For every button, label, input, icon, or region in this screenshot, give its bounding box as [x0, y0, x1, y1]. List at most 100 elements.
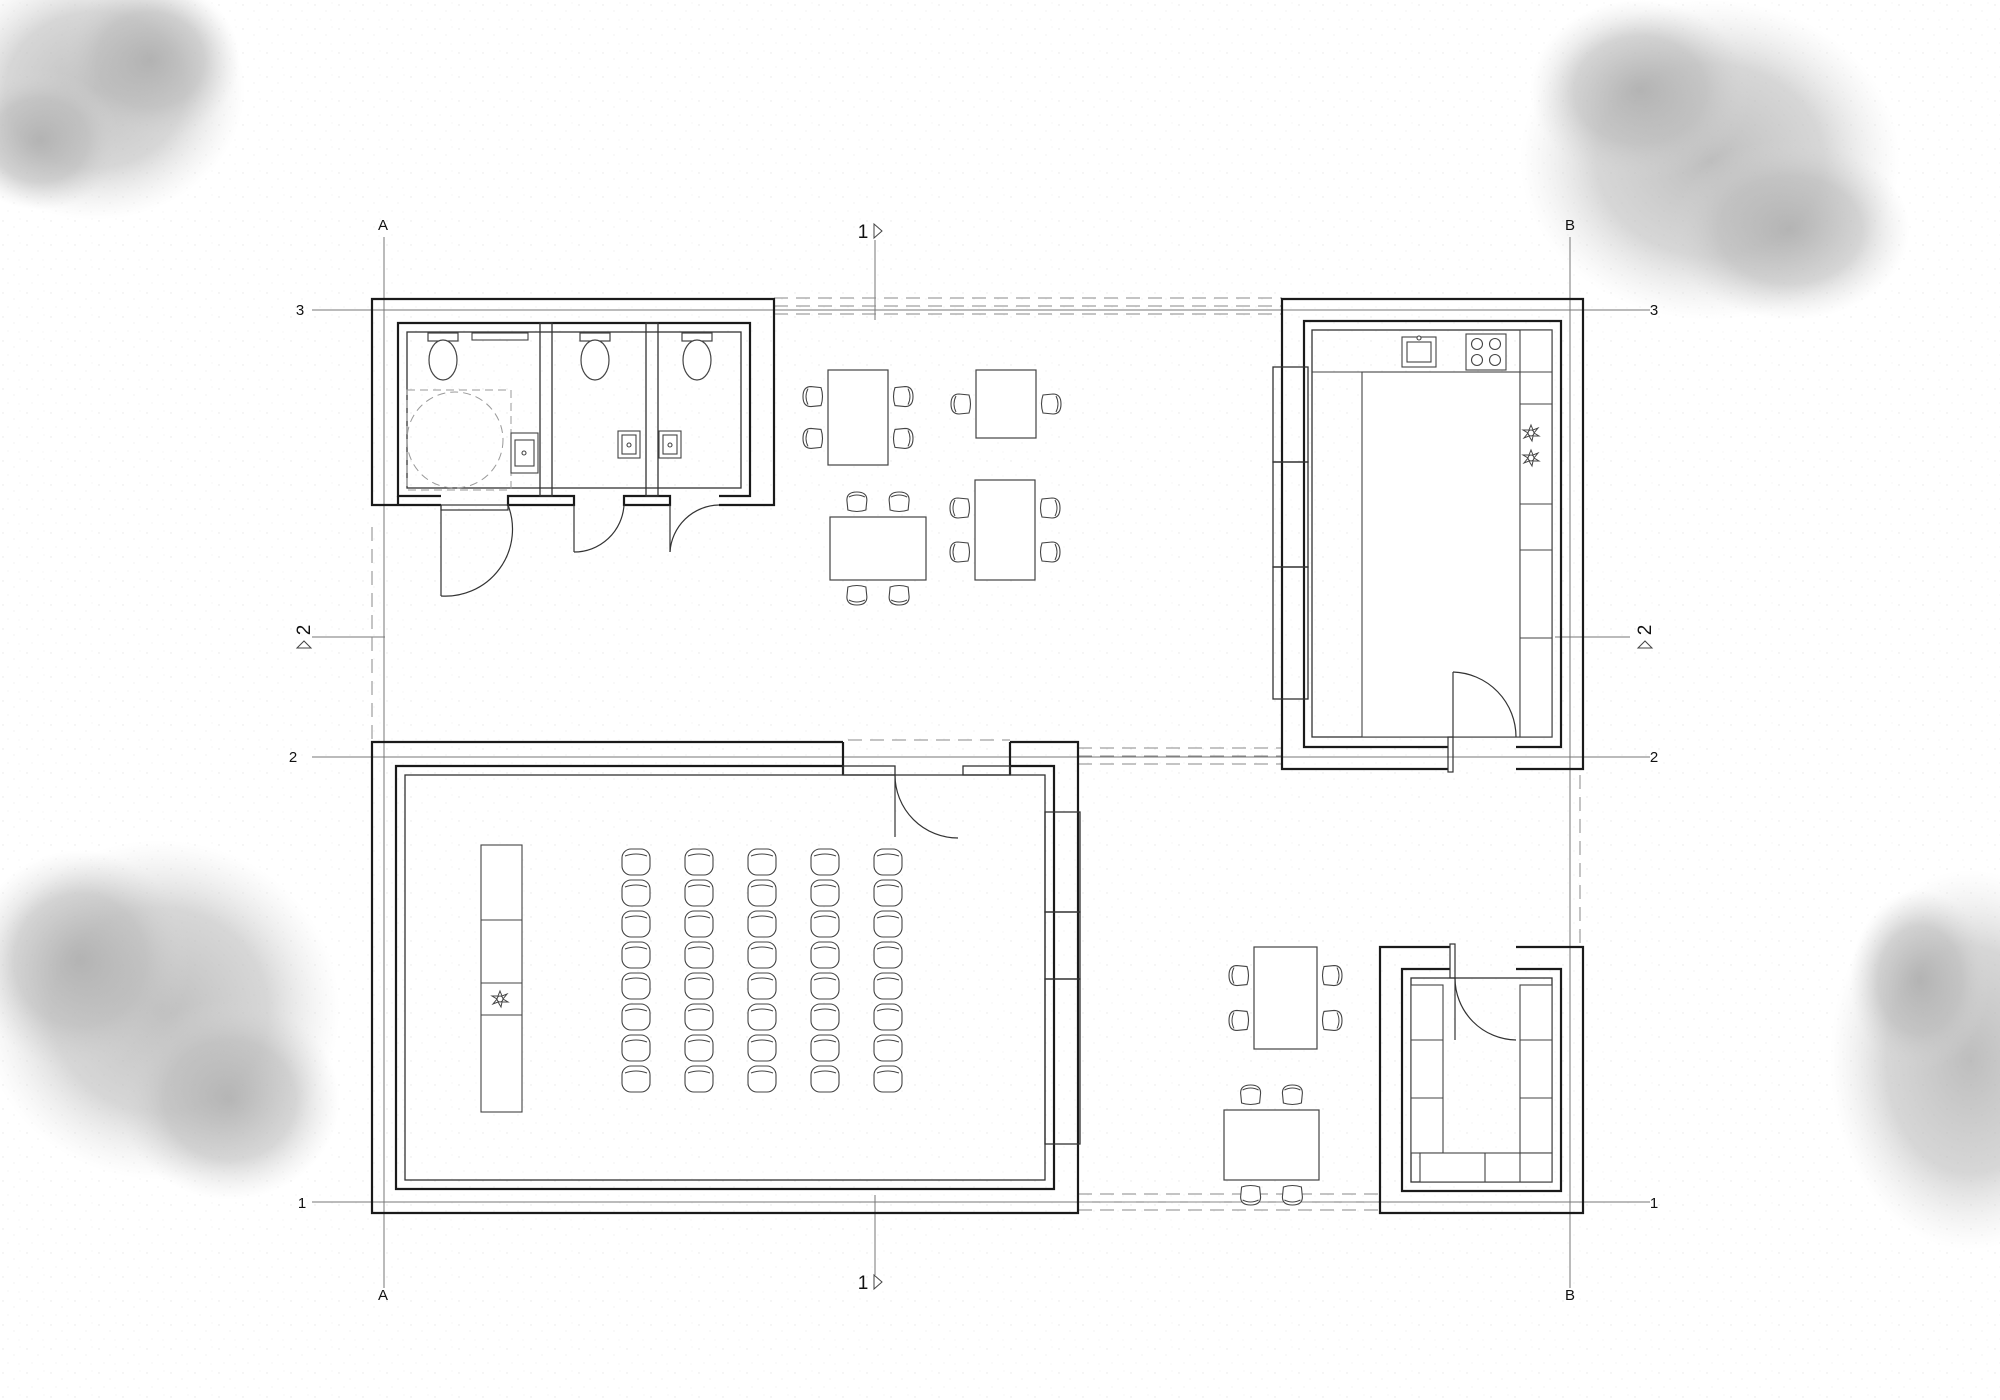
chair-icon — [684, 1065, 714, 1093]
chair-icon — [1240, 1084, 1262, 1106]
door-swing-icon — [894, 774, 959, 839]
door-swing-icon — [573, 504, 625, 553]
chair-icon — [892, 386, 914, 408]
section-marker-icon: 1 — [858, 222, 883, 243]
toilet-icon — [579, 332, 611, 381]
section-label-1-bottom: 1 — [858, 1273, 869, 1294]
chair-icon — [684, 941, 714, 969]
storage-block — [1378, 943, 1585, 1215]
chair-icon — [949, 497, 971, 519]
chair-icon — [810, 848, 840, 876]
chair-icon — [810, 1003, 840, 1031]
chair-icon — [1039, 497, 1061, 519]
grid-label-1-right: 1 — [1650, 1195, 1658, 1212]
turning-circle — [406, 391, 504, 489]
chair-icon — [684, 910, 714, 938]
tree-canopy-icon — [1520, 0, 1910, 320]
chair-icon — [684, 848, 714, 876]
chair-icon — [810, 1034, 840, 1062]
chair-icon — [1240, 1184, 1262, 1206]
grid-label-3-right: 3 — [1650, 302, 1658, 319]
chair-icon — [747, 879, 777, 907]
chair-icon — [747, 1034, 777, 1062]
grid-label-a-top: A — [378, 217, 388, 234]
grid-label-2-left: 2 — [289, 749, 297, 766]
door-swing-icon — [440, 504, 514, 597]
tree-canopy-icon — [0, 0, 245, 220]
chair-icon — [621, 910, 651, 938]
chair-icon — [621, 848, 651, 876]
chair-icon — [810, 941, 840, 969]
grid-lines — [312, 237, 1650, 1288]
dining-table — [949, 479, 1061, 581]
chair-icon — [1281, 1184, 1303, 1206]
dining-table — [950, 369, 1062, 439]
kitchen-island — [1361, 371, 1521, 738]
canopy-dashes — [371, 297, 1581, 1211]
chair-icon — [810, 972, 840, 1000]
chair-icon — [684, 1034, 714, 1062]
chair-icon — [810, 879, 840, 907]
chair-icon — [747, 848, 777, 876]
outdoor-tables — [802, 369, 1343, 1206]
side-shelf — [480, 844, 523, 1113]
section-label-1-top: 1 — [858, 222, 869, 243]
tree-canopy-icon — [1830, 870, 2000, 1250]
toilet-icon — [427, 332, 459, 381]
kitchen-block — [1272, 297, 1585, 773]
chair-icon — [1321, 1009, 1343, 1031]
chair-icon — [621, 941, 651, 969]
chair-icon — [621, 1034, 651, 1062]
grab-bar — [471, 332, 529, 341]
section-marker-icon: 2 — [1635, 625, 1656, 649]
sink-icon — [658, 430, 682, 459]
chair-icon — [888, 491, 910, 513]
chair-icon — [621, 879, 651, 907]
chair-icon — [892, 427, 914, 449]
tree-canopy-icon — [0, 840, 340, 1200]
chair-icon — [873, 941, 903, 969]
chair-icon — [802, 386, 824, 408]
chair-icon — [684, 879, 714, 907]
chair-icon — [802, 427, 824, 449]
chair-icon — [1321, 965, 1343, 987]
section-marker-icon: 2 — [294, 625, 315, 649]
chair-icon — [684, 1003, 714, 1031]
chair-icon — [747, 972, 777, 1000]
grid-label-b-top: B — [1565, 217, 1575, 234]
door-swing-icon — [1447, 671, 1517, 773]
grid-label-3-left: 3 — [296, 302, 304, 319]
section-markers: 1 1 2 2 — [294, 222, 1656, 1294]
dining-table — [1228, 946, 1343, 1050]
chair-icon — [949, 541, 971, 563]
chair-icon — [684, 972, 714, 1000]
chair-icon — [1040, 393, 1062, 415]
chair-icon — [747, 1003, 777, 1031]
chair-icon — [747, 1065, 777, 1093]
chair-icon — [1228, 965, 1250, 987]
toilet-block — [370, 297, 776, 597]
chair-icon — [621, 1003, 651, 1031]
section-marker-icon: 1 — [858, 1273, 883, 1294]
chair-icon — [873, 848, 903, 876]
door-swing-icon — [669, 504, 720, 553]
grid-label-1-left: 1 — [298, 1195, 306, 1212]
sink-icon — [1401, 335, 1437, 368]
chair-icon — [1281, 1084, 1303, 1106]
chair-icon — [1039, 541, 1061, 563]
chair-icon — [873, 1003, 903, 1031]
chair-icon — [950, 393, 972, 415]
cooktop-icon — [1465, 333, 1507, 371]
dining-table — [802, 369, 914, 466]
grid-label-b-bottom: B — [1565, 1287, 1575, 1304]
chair-icon — [846, 584, 868, 606]
sink-icon — [617, 430, 641, 459]
chair-icon — [747, 941, 777, 969]
chair-icon — [810, 910, 840, 938]
section-label-2-right: 2 — [1635, 625, 1656, 636]
chair-icon — [888, 584, 910, 606]
chair-icon — [873, 879, 903, 907]
toilet-icon — [681, 332, 713, 381]
